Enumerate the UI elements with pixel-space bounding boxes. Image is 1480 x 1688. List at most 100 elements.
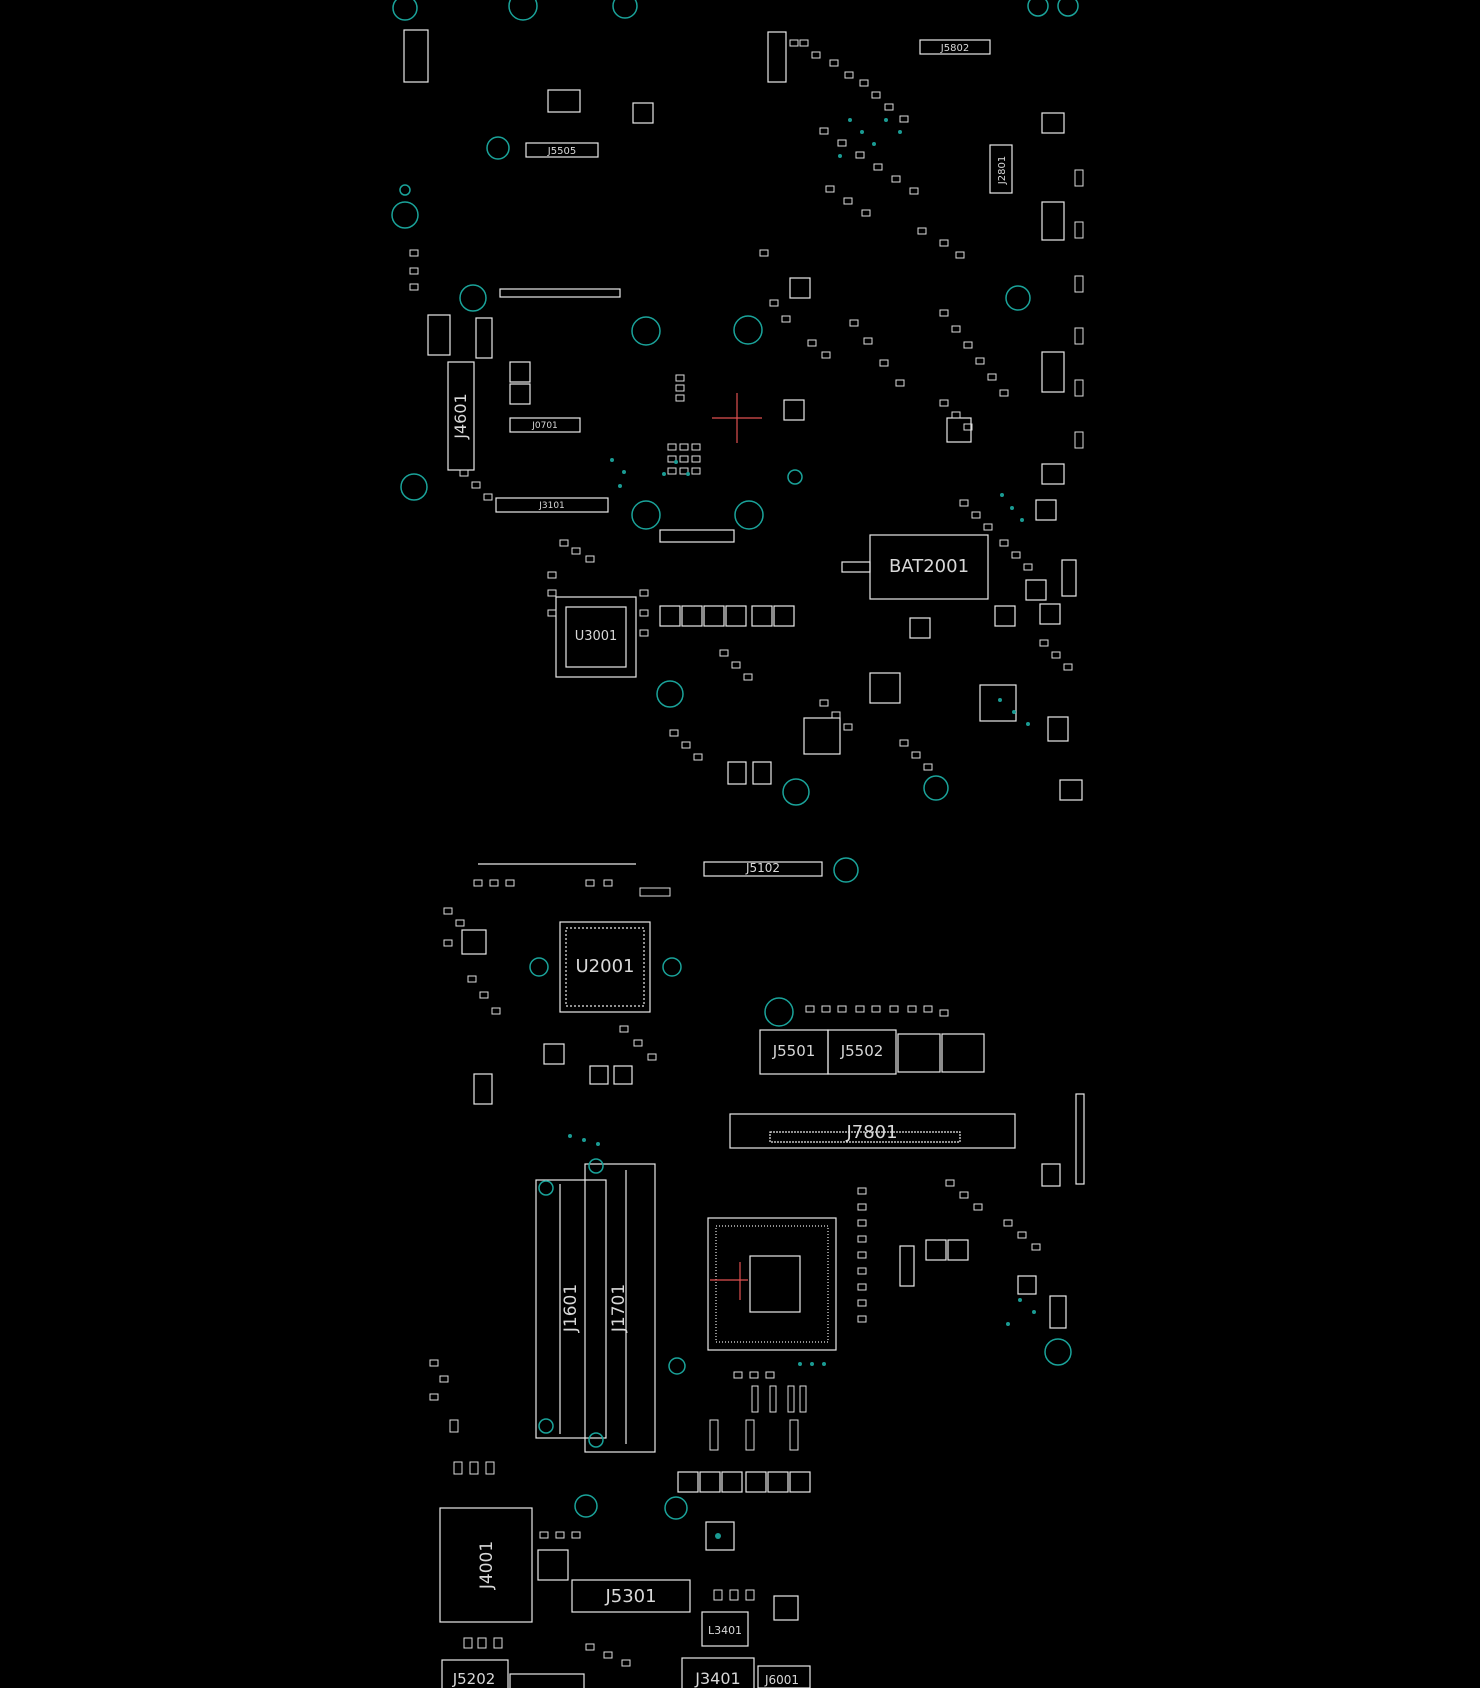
mounting-hole <box>631 500 661 530</box>
component <box>909 617 931 639</box>
connector-strip <box>659 529 735 543</box>
mounting-hole <box>733 315 763 345</box>
cpu-socket-grid <box>715 1225 829 1343</box>
pcb-layout: J5802 J5505 J2801 J4601 J0701 J3101 <box>391 0 1085 1688</box>
mounting-hole <box>400 473 428 501</box>
component <box>789 277 811 299</box>
label-j0701: J0701 <box>531 421 558 431</box>
component <box>1047 716 1069 742</box>
connector-pins <box>769 1131 961 1143</box>
connector-j5102 <box>703 861 823 877</box>
connector-j5301 <box>571 1579 691 1613</box>
connector-strip <box>499 288 621 298</box>
mounting-hole <box>399 184 411 196</box>
label-j5505: J5505 <box>547 146 576 157</box>
component <box>1041 201 1065 241</box>
component <box>925 1239 947 1261</box>
mounting-hole <box>529 957 549 977</box>
component <box>1059 779 1083 801</box>
component <box>773 1595 799 1621</box>
mounting-hole <box>656 680 684 708</box>
label-l3401: L3401 <box>708 1624 742 1637</box>
connector-small <box>941 1033 985 1073</box>
component <box>1061 559 1077 597</box>
connector-j2801 <box>989 144 1013 194</box>
label-j1601: J1601 <box>561 1284 581 1333</box>
component <box>427 314 451 356</box>
connector-j6001 <box>757 1665 811 1688</box>
component <box>543 1043 565 1065</box>
slot-j1701 <box>584 1163 656 1453</box>
mounting-hole <box>391 201 419 229</box>
label-j5502: J5502 <box>840 1042 884 1060</box>
component <box>899 1245 915 1287</box>
label-j5501: J5501 <box>772 1042 816 1060</box>
mounting-hole <box>662 957 682 977</box>
label-j3101: J3101 <box>538 501 565 511</box>
mounting-hole <box>486 136 510 160</box>
inductor-row <box>659 605 795 627</box>
component <box>1041 351 1065 393</box>
connector-j3401 <box>681 1657 755 1688</box>
mounting-hole <box>508 0 538 21</box>
component <box>1049 1295 1067 1329</box>
label-j4601: J4601 <box>451 393 470 439</box>
mounting-hole <box>631 316 661 346</box>
connector-j5802 <box>919 39 991 55</box>
connector-j0701 <box>509 417 581 433</box>
connector-top-left <box>403 29 429 83</box>
cpu-socket <box>707 1217 837 1351</box>
cursor-crosshair <box>712 393 762 443</box>
label-j5301: J5301 <box>604 1586 656 1607</box>
via-cluster <box>610 118 1030 726</box>
mounting-hole <box>664 1496 688 1520</box>
chip-u3001 <box>565 606 627 668</box>
component <box>869 672 901 704</box>
component <box>979 684 1017 722</box>
component <box>1039 603 1061 625</box>
lower-board-section: J5102 U2001 J5501 J5502 J7801 J16 <box>429 857 1085 1688</box>
label-j7801: J7801 <box>845 1122 897 1143</box>
component <box>461 929 487 955</box>
connector-j7801 <box>729 1113 1016 1149</box>
label-bat2001: BAT2001 <box>889 556 969 577</box>
component <box>547 89 581 113</box>
label-j5802: J5802 <box>940 43 969 54</box>
inductor-row <box>677 1471 811 1493</box>
component <box>509 383 531 405</box>
connector-top-center <box>767 31 787 83</box>
chip-u4001 <box>537 1549 569 1581</box>
mounting-hole <box>923 775 949 801</box>
chip-u2001 <box>559 921 651 1013</box>
connector-j5202 <box>441 1659 509 1688</box>
slot-j1601 <box>535 1179 607 1439</box>
label-u2001: U2001 <box>576 956 635 977</box>
component <box>1041 112 1065 134</box>
mounting-hole <box>787 469 803 485</box>
component <box>475 317 493 359</box>
label-u3001: U3001 <box>575 629 618 644</box>
via-cluster <box>568 1134 1036 1539</box>
label-j5202: J5202 <box>452 1670 496 1688</box>
connector-strip <box>1075 1093 1085 1185</box>
component <box>727 761 747 785</box>
mounting-hole <box>612 0 638 19</box>
connector-j3101 <box>495 497 609 513</box>
mounting-hole <box>1044 1338 1072 1366</box>
chip-u2001-grid <box>565 927 645 1007</box>
inductor-l3401 <box>701 1611 749 1647</box>
component <box>1017 1275 1037 1295</box>
component <box>1041 463 1065 485</box>
upper-board-section: J5802 J5505 J2801 J4601 J0701 J3101 <box>391 0 1084 806</box>
mounting-hole <box>459 284 487 312</box>
label-j4001: J4001 <box>477 1541 497 1590</box>
component <box>473 1073 493 1105</box>
battery-contact <box>841 561 871 573</box>
component <box>1035 499 1057 521</box>
component <box>509 361 531 383</box>
connector-strip <box>509 1673 585 1688</box>
component <box>783 399 805 421</box>
mounting-hole <box>1057 0 1079 17</box>
cpu-socket-center <box>749 1255 801 1313</box>
